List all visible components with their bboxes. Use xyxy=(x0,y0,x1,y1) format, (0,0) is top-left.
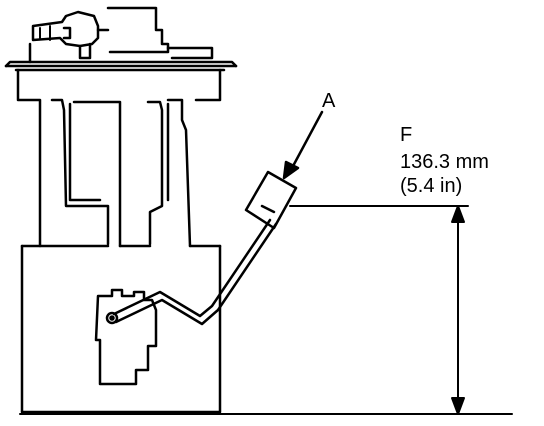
electrical-connector xyxy=(106,6,214,60)
mounting-flange xyxy=(4,60,238,72)
measurement-imperial: (5.4 in) xyxy=(400,175,463,197)
leader-arrow-a xyxy=(282,110,324,180)
pump-body-upper xyxy=(16,68,222,248)
float-arm xyxy=(112,218,278,326)
part-label-a: A xyxy=(322,90,336,112)
dimension-f xyxy=(19,205,513,415)
dimension-arrow-bottom xyxy=(451,397,465,415)
level-sender-unit xyxy=(94,288,158,386)
float xyxy=(244,170,298,230)
dimension-arrow-top xyxy=(451,205,465,223)
measurement-metric: 136.3 mm xyxy=(400,151,489,173)
reservoir-housing xyxy=(20,244,222,414)
dimension-label-f: F xyxy=(400,124,413,146)
top-fitting xyxy=(31,10,110,60)
